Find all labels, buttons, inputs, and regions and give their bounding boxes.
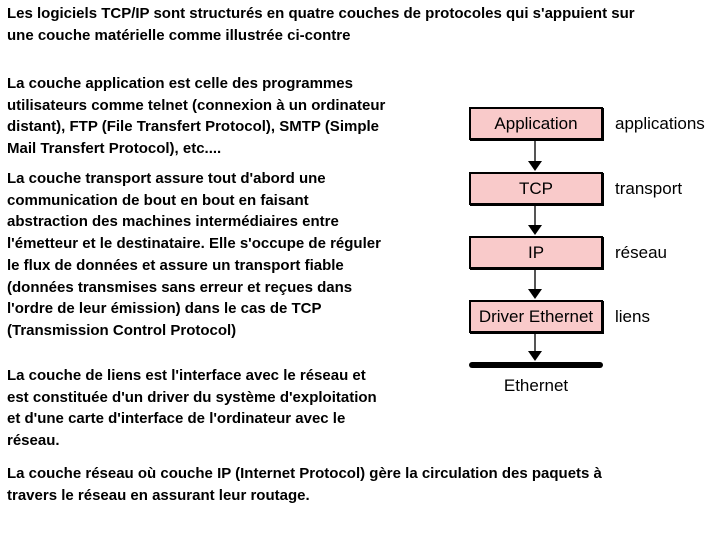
- arrow-shaft: [534, 334, 536, 351]
- layer-box-tcp: TCP: [469, 172, 603, 205]
- layer-side-label-reseau: réseau: [615, 242, 667, 262]
- arrow-shaft: [534, 206, 536, 225]
- transport-layer-paragraph: La couche transport assure tout d'abord …: [7, 170, 381, 339]
- layer-side-label-liens: liens: [615, 306, 650, 326]
- layer-side-label-applications: applications: [615, 113, 705, 133]
- arrow-head: [528, 225, 542, 235]
- down-arrow-icon: [528, 141, 542, 171]
- layer-box-ip: IP: [469, 236, 603, 269]
- intro-paragraph: Les logiciels TCP/IP sont structurés en …: [7, 5, 635, 44]
- down-arrow-icon: [528, 206, 542, 235]
- arrow-head: [528, 351, 542, 361]
- application-layer-paragraph: La couche application est celle des prog…: [7, 75, 386, 158]
- layer-box-application: Application: [469, 107, 603, 140]
- link-layer-paragraph: La couche de liens est l'interface avec …: [7, 367, 377, 450]
- ethernet-bus-line: [469, 362, 603, 368]
- arrow-head: [528, 161, 542, 171]
- layer-side-label-transport: transport: [615, 178, 683, 198]
- arrow-shaft: [534, 141, 536, 161]
- network-layer-paragraph: La couche réseau où couche IP (Internet …: [7, 465, 602, 504]
- ethernet-label: Ethernet: [503, 376, 569, 395]
- down-arrow-icon: [528, 270, 542, 299]
- arrow-shaft: [534, 270, 536, 289]
- layer-box-driver-ethernet: Driver Ethernet: [469, 300, 603, 333]
- arrow-head: [528, 289, 542, 299]
- down-arrow-icon: [528, 334, 542, 361]
